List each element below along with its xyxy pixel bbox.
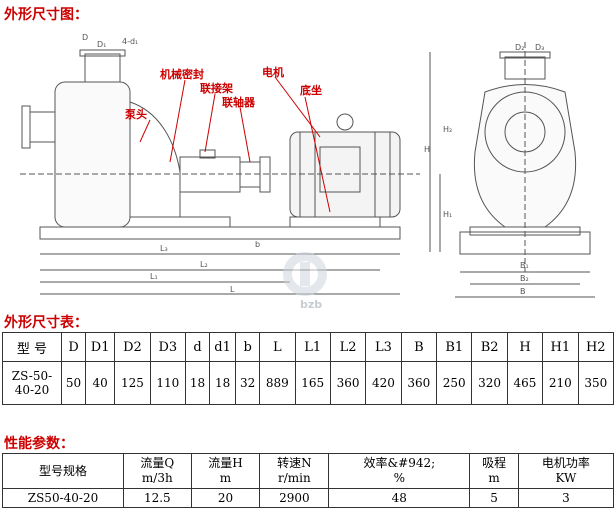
dim-mark: D₃ [535, 43, 544, 52]
header-cell: H2 [577, 332, 615, 362]
label-bearing-housing: 联接架 [200, 81, 233, 95]
header-cell: B [400, 332, 438, 362]
header-cell: H [506, 332, 544, 362]
dim-mark: B₁ [520, 261, 529, 270]
value-cell: 48 [328, 488, 471, 508]
header-cell: D1 [85, 332, 116, 362]
value-cell: 165 [294, 361, 331, 405]
table-header-row: 型 号 D D1 D2 D3 d d1 b L L1 L2 L3 B B1 B2… [2, 332, 615, 362]
value-cell: 420 [365, 361, 402, 405]
model-cell: ZS-50-40-20 [2, 361, 62, 405]
value-cell: 12.5 [123, 488, 192, 508]
value-cell: 360 [400, 361, 438, 405]
header-cell: L2 [329, 332, 367, 362]
label-mechanical-seal: 机械密封 [160, 67, 204, 81]
dim-mark: B [520, 287, 526, 296]
dim-mark: H₂ [443, 125, 452, 134]
header-cell: 型 号 [2, 332, 62, 362]
header-cell: d [184, 332, 211, 362]
dim-mark: D₁ [97, 40, 106, 49]
dimensions-table-title: 外形尺寸表： [4, 315, 88, 331]
dim-mark: L₁ [150, 272, 158, 281]
label-motor: 电机 [262, 65, 284, 79]
value-cell: 18 [184, 361, 211, 405]
header-cell: L [259, 332, 296, 362]
value-cell: 3 [517, 488, 615, 508]
dim-mark: H₁ [443, 210, 452, 219]
table-row: ZS50-40-20 12.5 20 2900 48 5 3 [2, 488, 615, 508]
header-cell: 效率&#942;% [328, 453, 471, 489]
outlet-flange [84, 53, 121, 83]
pump-casing [54, 81, 131, 228]
label-pump-head: 泵头 [125, 107, 147, 121]
value-cell: 889 [259, 361, 296, 405]
header-cell: B2 [471, 332, 508, 362]
header-cell: L1 [294, 332, 331, 362]
value-cell: 350 [577, 361, 615, 405]
header-cell: d1 [209, 332, 237, 362]
model-cell: ZS50-40-20 [2, 488, 124, 508]
dim-mark: 4-d₁ [122, 37, 138, 46]
dim-mark: b [255, 240, 260, 249]
header-cell: H1 [542, 332, 579, 362]
dimensions-table: 型 号 D D1 D2 D3 d d1 b L L1 L2 L3 B B1 B2… [2, 332, 615, 405]
header-cell: B1 [436, 332, 473, 362]
label-base: 底坐 [300, 83, 322, 97]
header-cell: D2 [114, 332, 151, 362]
performance-title: 性能参数： [4, 436, 74, 452]
dim-mark: L₂ [200, 260, 208, 269]
dim-mark: H [424, 145, 430, 154]
outline-drawing-title: 外形尺寸图： [4, 7, 88, 23]
dim-mark: B₂ [520, 274, 529, 283]
header-cell: D [60, 332, 87, 362]
dim-mark: L [230, 285, 235, 294]
svg-text:bzb: bzb [300, 298, 322, 311]
watermark-logo: bzb [283, 252, 327, 311]
value-cell: 40 [85, 361, 116, 405]
value-cell: 18 [209, 361, 237, 405]
value-cell: 32 [235, 361, 261, 405]
base-plate [39, 226, 401, 240]
value-cell: 320 [471, 361, 508, 405]
header-cell: D3 [149, 332, 186, 362]
value-cell: 465 [506, 361, 544, 405]
header-cell: b [235, 332, 261, 362]
dim-mark: D [82, 33, 88, 42]
value-cell: 5 [469, 488, 519, 508]
dim-mark: L₃ [160, 244, 168, 253]
label-coupling: 联轴器 [222, 95, 256, 109]
value-cell: 210 [542, 361, 579, 405]
header-cell: L3 [365, 332, 402, 362]
value-cell: 360 [329, 361, 367, 405]
inlet-flange [29, 111, 56, 143]
value-cell: 2900 [259, 488, 330, 508]
value-cell: 20 [190, 488, 261, 508]
value-cell: 125 [114, 361, 151, 405]
value-cell: 110 [149, 361, 186, 405]
pump-outline-drawing: bzb 机械密封 泵头 联接架 联轴器 电机 底坐 D₁ D 4-d₁ L₃ L… [20, 33, 595, 311]
value-cell: 250 [436, 361, 473, 405]
value-cell: 50 [60, 361, 87, 405]
table-row: ZS-50-40-20 50 40 125 110 18 18 32 889 1… [2, 361, 615, 405]
header-cell: 型号规格 [2, 453, 124, 489]
dim-mark: D₂ [515, 43, 524, 52]
